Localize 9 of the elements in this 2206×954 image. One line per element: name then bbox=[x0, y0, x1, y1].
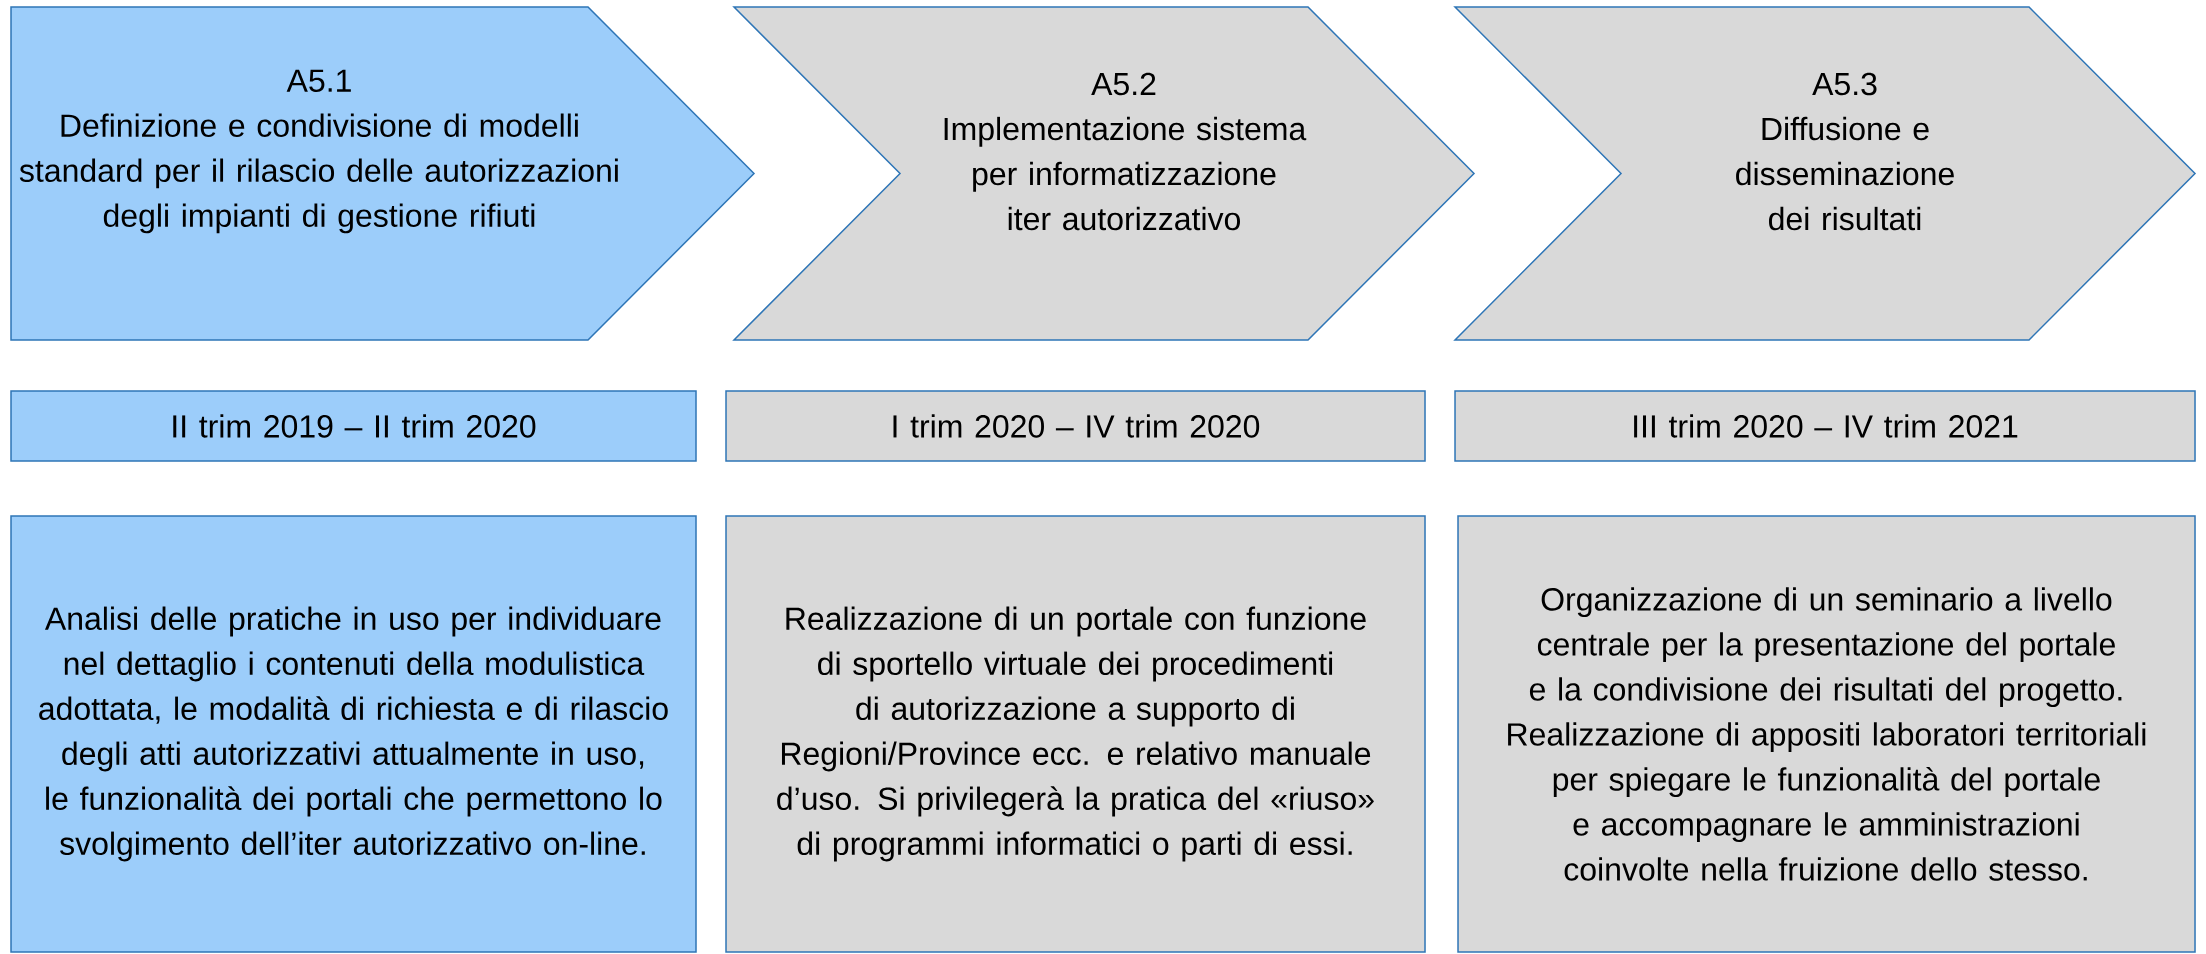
date-box: II trim 2019 – II trim 2020 bbox=[10, 390, 697, 462]
description-box: Analisi delle pratiche in uso per individuare nel dettaglio i contenuti della modulistica adottata, le modalità di richiesta e di rilascio degli atti autorizzativi attualmente in uso, le funzionalità dei portali che permettono lo svolgimento dell’iter autorizzativo on-line. bbox=[10, 515, 697, 953]
description-box: Realizzazione di un portale con funzione di sportello virtuale dei procedimenti di autorizzazione a supporto di Regioni/Province ecc. e relativo manuale d’uso. Si privilegerà la pratica del «riuso» di programmi informatici o parti di essi. bbox=[725, 515, 1426, 953]
date-box: III trim 2020 – IV trim 2021 bbox=[1454, 390, 2196, 462]
description-box: Organizzazione di un seminario a livello centrale per la presentazione del portale e la condivisione dei risultati del progetto. Realizzazione di appositi laboratori territoriali per spiegare le funzionalità del portale e accompagnare le amministrazioni coinvolte nella fruizione dello stesso. bbox=[1457, 515, 2196, 953]
chevron-box: A5.1 Definizione e condivisione di modelli standard per il rilascio delle autorizzazioni degli impianti di gestione rifiuti bbox=[10, 6, 756, 341]
chevron-box: A5.3 Diffusione e disseminazione dei risultati bbox=[1453, 6, 2197, 341]
chevron-box: A5.2 Implementazione sistema per informatizzazione iter autorizzativo bbox=[732, 6, 1476, 341]
date-box: I trim 2020 – IV trim 2020 bbox=[725, 390, 1426, 462]
